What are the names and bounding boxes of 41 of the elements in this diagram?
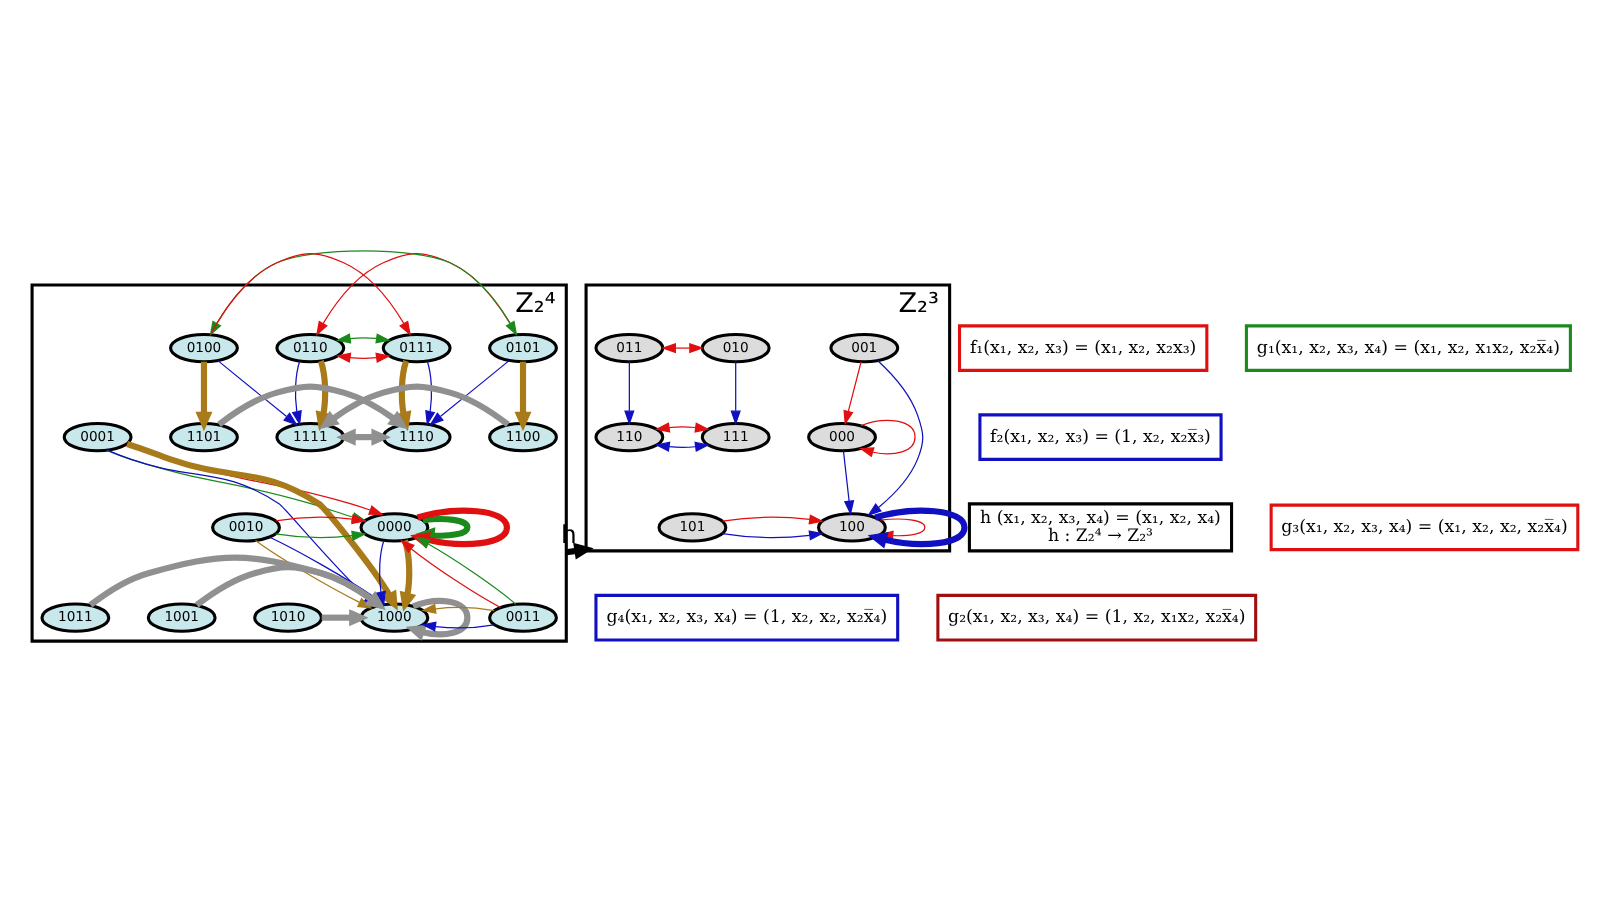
arrow (336, 427, 391, 445)
arrow (319, 382, 510, 429)
arrow (654, 421, 710, 432)
arrow (394, 359, 412, 431)
arrow (661, 341, 705, 353)
arrow (400, 538, 502, 608)
arrow (217, 382, 408, 429)
node-box: g₂(x₁, x₂, x₃, x₄) = (1, x₂, x₁x₂, x₂x̅₄) (936, 592, 1258, 641)
arrow (867, 359, 924, 516)
arrow (624, 360, 635, 425)
arrow (399, 538, 417, 611)
arrow (730, 360, 741, 425)
node-box: g₁(x₁, x₂, x₃, x₄) = (x₁, x₂, x₁x₂, x₂x̅₄) (1244, 323, 1572, 371)
arrow (858, 418, 916, 457)
arrow (421, 602, 495, 613)
arrow (274, 529, 367, 540)
node-box: h (x₁, x₂, x₃, x₄) = (x₁, x₂, x₄) h : Z₂⁴ → Z₂³ (967, 501, 1234, 552)
arrow (315, 359, 333, 431)
node-box: f₁(x₁, x₂, x₃) = (x₁, x₂, x₂x₃) (957, 323, 1209, 371)
arrow (421, 620, 495, 631)
node-box: g₃(x₁, x₂, x₃, x₄) = (x₁, x₂, x₂, x₂x̅₄) (1269, 502, 1580, 551)
arrow (721, 513, 824, 524)
arrow (425, 359, 436, 425)
arrow (415, 535, 517, 604)
arrow (335, 351, 391, 362)
node-box: f₂(x₁, x₂, x₃) = (1, x₂, x₂x̅₃) (978, 412, 1223, 460)
arrow (217, 359, 298, 425)
arrow (291, 359, 302, 425)
arrow (514, 360, 532, 431)
arrow (654, 440, 710, 451)
arrow (843, 360, 862, 425)
arrow (405, 596, 471, 640)
arrow (721, 529, 824, 540)
arrow (321, 608, 369, 626)
arrow (195, 360, 213, 431)
arrow (842, 449, 855, 515)
arrow (335, 332, 391, 343)
arrow (375, 538, 386, 606)
arrow (867, 506, 968, 548)
arrow (429, 359, 510, 425)
node-box: g₄(x₁, x₂, x₃, x₄) = (1, x₂, x₂, x₂x̅₄) (594, 592, 900, 641)
